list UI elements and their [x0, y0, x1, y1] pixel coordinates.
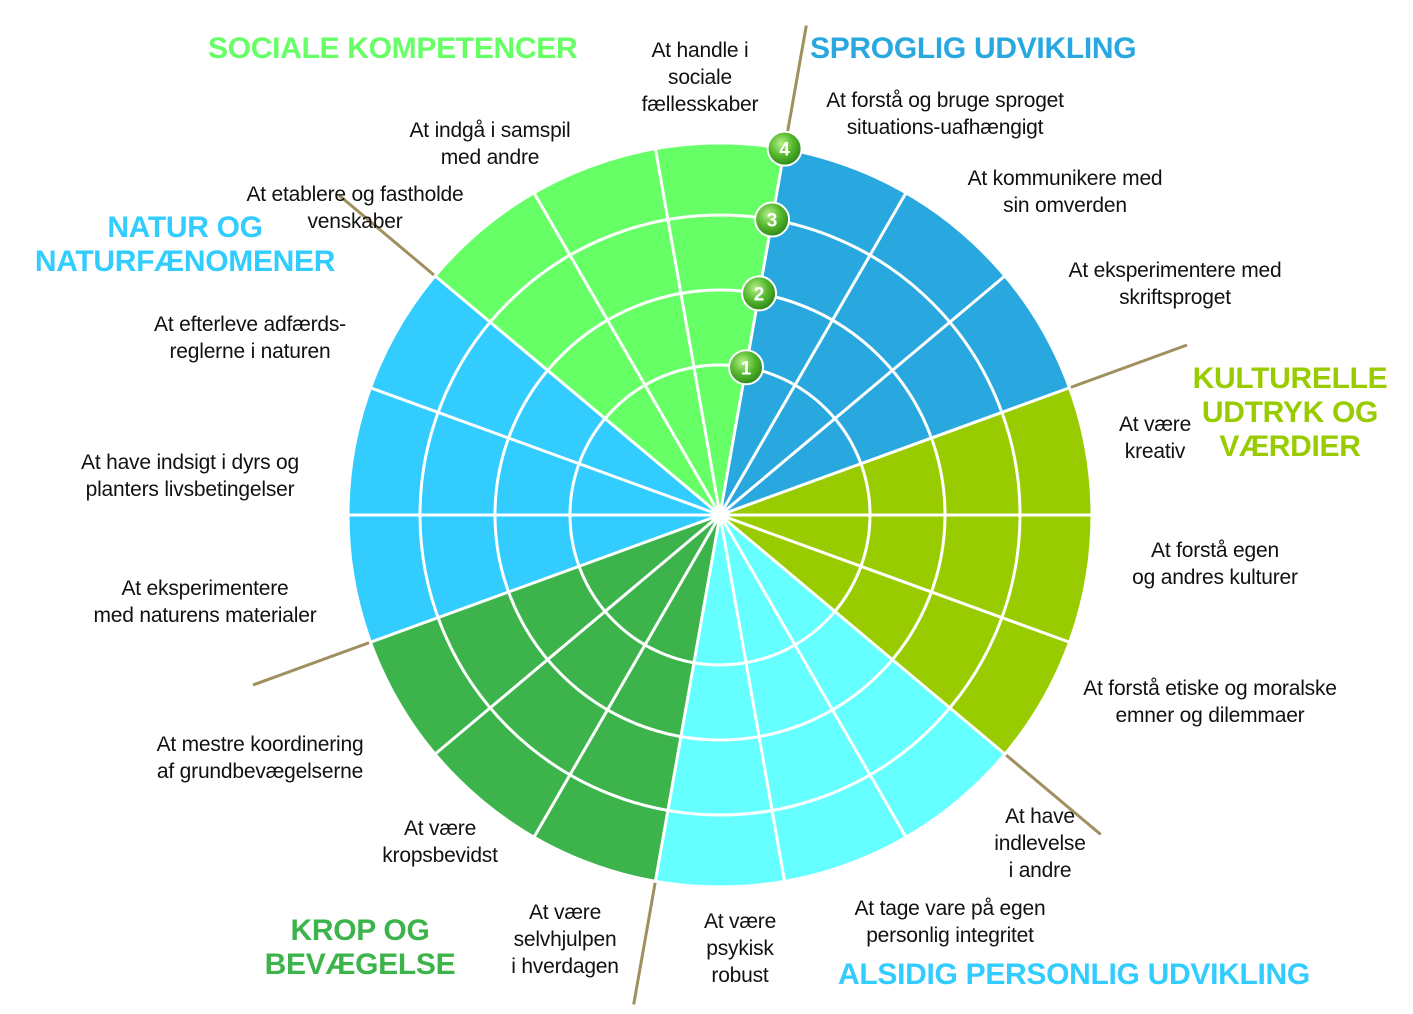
sector-label: At være kreativ [1118, 413, 1192, 463]
level-badge: 3 [754, 201, 791, 238]
sector-spoke [719, 274, 1006, 517]
category-title-social: SOCIALE KOMPETENCER [208, 32, 578, 65]
level-badge-circle [741, 275, 778, 312]
sector-spoke [532, 192, 722, 516]
category-title-natur: NATUR OG NATURFÆNOMENER [34, 211, 336, 278]
sector-spoke [653, 514, 722, 882]
sector-spoke [369, 386, 721, 517]
category-divider [252, 639, 376, 687]
sector-label: At forstå og bruge sproget situations-ua… [826, 89, 1064, 139]
category-divider [1000, 749, 1102, 836]
sector-spoke [719, 386, 1071, 517]
sector-label: At have indlevelse i andre [994, 805, 1086, 882]
level-badge: 1 [728, 349, 765, 386]
level-badge-circle [766, 130, 803, 167]
sector-label: At være kropsbevidst [382, 817, 498, 867]
sector-kultur [720, 387, 1092, 755]
sector-label: At efterleve adfærds- reglerne i naturen [154, 313, 346, 363]
sector-krop [370, 515, 720, 882]
sector-spoke [369, 513, 721, 644]
sector-spoke [719, 513, 1071, 644]
category-divider [632, 876, 658, 1005]
sector-social [435, 143, 785, 516]
level-badge-circle [728, 349, 765, 386]
sector-label: At mestre koordinering af grundbevægelse… [156, 733, 364, 783]
sector-spoke [718, 514, 908, 838]
level-badge-number: 3 [767, 211, 778, 232]
level-badge-circle [754, 201, 791, 238]
sector-label: At være selvhjulpen i hverdagen [511, 901, 619, 978]
sector-label: At eksperimentere med naturens materiale… [93, 577, 317, 627]
sector-alsidig [655, 515, 1005, 887]
sector-label: At have indsigt i dyrs og planters livsb… [81, 451, 299, 501]
level-badge-number: 1 [741, 358, 752, 379]
level-badge: 4 [766, 130, 803, 167]
sector-spoke [653, 148, 722, 516]
sector-label: At forstå etiske og moralske emner og di… [1083, 677, 1337, 727]
sector-label: At være psykisk robust [703, 910, 777, 987]
category-title-krop: KROP OG BEVÆGELSE [264, 914, 456, 981]
sector-spoke [434, 513, 721, 756]
category-title-sprog: SPROGLIG UDVIKLING [810, 32, 1137, 65]
level-badge: 2 [741, 275, 778, 312]
category-divider [338, 194, 440, 281]
sector-label: At indgå i samspil med andre [409, 119, 571, 169]
sector-spoke [718, 192, 908, 516]
sector-label: At tage vare på egen personlig integrite… [854, 897, 1046, 947]
sector-natur [348, 275, 720, 643]
sector-sprog [720, 148, 1070, 515]
sector-spoke [434, 274, 721, 517]
category-title-alsidig: ALSIDIG PERSONLIG UDVIKLING [838, 958, 1310, 991]
sector-spoke [719, 513, 1006, 756]
category-divider [1064, 343, 1188, 391]
sector-label: At handle i sociale fællesskaber [641, 39, 759, 116]
category-title-kultur: KULTURELLE UDTRYK OG VÆRDIER [1192, 362, 1388, 463]
sector-label: At eksperimentere med skriftsproget [1068, 259, 1282, 309]
sector-spoke [532, 514, 722, 838]
sector-label: At forstå egen og andres kulturer [1132, 539, 1298, 589]
level-badge-number: 2 [754, 284, 765, 305]
sector-spoke [718, 514, 787, 882]
sector-label: At kommunikere med sin omverden [967, 167, 1163, 217]
sector-label: At etablere og fastholde venskaber [246, 183, 464, 233]
level-badge-number: 4 [779, 140, 790, 161]
